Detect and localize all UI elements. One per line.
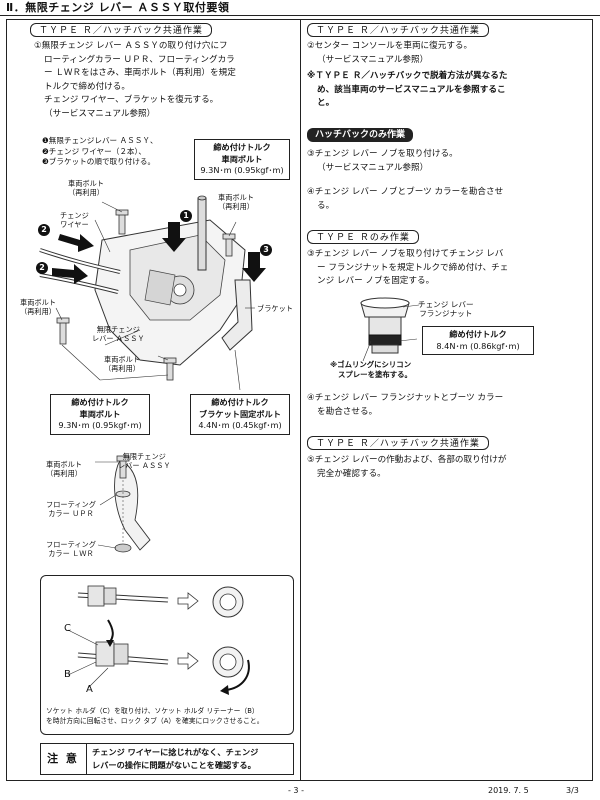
content-frame: [6, 19, 593, 781]
warn-line: と。: [317, 98, 335, 108]
caption-line: を時計方向に回転させ、ロック タブ（A）を確実にロックさせること。: [46, 717, 264, 725]
caution-box: [40, 743, 294, 775]
torque-title: 締め付けトルク: [71, 397, 129, 407]
torque-value: 9.3N･m (0.95kgf･m): [58, 420, 142, 430]
torque-box-bottom-right: 締め付けトルク ブラケット固定ボルト 4.4N･m (0.45kgf･m): [190, 394, 290, 435]
torque-box-top: 締め付けトルク 車両ボルト 9.3N･m (0.95kgf･m): [194, 139, 290, 180]
step5-line: 完全か確認する。: [317, 468, 386, 479]
title-rule: [0, 15, 600, 16]
step4-line: る。: [317, 200, 335, 211]
step1-line: ー ＬＷＲをはさみ、車両ボルト（再利用）を規定: [44, 68, 236, 78]
warn-line: ※ＴＹＰＥ Ｒ／ハッチバックで脱着方法が異なるた: [307, 71, 508, 81]
label-bolt-b: 車両ボルト （再利用）: [218, 193, 254, 211]
order-item: ❶無限チェンジレバー ＡＳＳＹ、: [42, 136, 158, 145]
silicone-note: ※ゴムリングにシリコン スプレーを塗布する。: [330, 360, 412, 380]
label-mugen-lever: 無限チェンジ レバー ＡＳＳＹ: [92, 325, 145, 343]
step4-line: ④チェンジ レバー ノブとブーツ カラーを勘合させ: [307, 187, 504, 197]
step1-line: チェンジ ワイヤー、ブラケットを復元する。: [44, 95, 219, 105]
torque-title: 締め付けトルク: [449, 329, 507, 339]
flange-nut-label: チェンジ レバー フランジナット: [418, 300, 474, 318]
torque-value: 8.4N･m (0.86kgf･m): [436, 340, 520, 351]
step1-line: （サービスマニュアル参照）: [44, 108, 156, 119]
caution-line: チェンジ ワイヤーに捻じれがなく、チェンジ: [92, 747, 259, 757]
label-bolt-a: 車両ボルト （再利用）: [68, 179, 104, 197]
socket-caption: ソケット ホルダ（C）を取り付け、ソケット ホルダ リテーナー（B） を時計方向…: [46, 706, 290, 726]
step4r-line: ④チェンジ レバー フランジナットとブーツ カラー: [307, 393, 504, 403]
step3r-line: ー フランジナットを規定トルクで締め付け、チェ: [317, 262, 509, 273]
step1-line: ①無限チェンジ レバー ＡＳＳＹの取り付け穴にフ: [34, 41, 228, 51]
socket-label-a: A: [86, 684, 93, 695]
right-section-header-type-r: ＴＹＰＥ Ｒのみ作業: [307, 230, 419, 244]
marker-3: 3: [260, 244, 272, 256]
caution-line: レバーの操作に問題がないことを確認する。: [92, 760, 256, 770]
shifter-assembly-illustration: [39, 195, 266, 391]
socket-holder-illustration: [67, 585, 250, 695]
step3-line: ③チェンジ レバー ノブを取り付ける。: [307, 149, 458, 159]
order-item: ❷チェンジ ワイヤー（２本）、: [42, 146, 146, 156]
detail-label-collar-upr: フローティング カラー ＵＰＲ: [46, 500, 96, 518]
detail-label-bolt: 車両ボルト （再利用）: [46, 460, 82, 478]
marker-2: 2: [38, 224, 50, 236]
install-order-list: ❶無限チェンジレバー ＡＳＳＹ、 ❷チェンジ ワイヤー（２本）、 ❸ブラケットの…: [42, 136, 158, 168]
right-section-header-4: ＴＹＰＥ Ｒ／ハッチバック共通作業: [307, 436, 489, 450]
floating-collar-illustration: [95, 455, 151, 553]
label-bracket: ブラケット: [257, 304, 293, 313]
step3-text: ③チェンジ レバー ノブを取り付ける。 （サービスマニュアル参照）: [307, 148, 593, 175]
doc-date: 2019. 7. 5: [488, 786, 529, 795]
step2-line: （サービスマニュアル参照）: [317, 54, 429, 65]
step2-text: ②センター コンソールを車両に復元する。 （サービスマニュアル参照）: [307, 40, 593, 67]
warn-line: め、該当車両のサービスマニュアルを参照するこ: [317, 84, 506, 95]
torque-value: 4.4N･m (0.45kgf･m): [198, 420, 282, 430]
right-section-header-1: ＴＹＰＥ Ｒ／ハッチバック共通作業: [307, 23, 489, 37]
flange-nut-illustration: [360, 297, 420, 362]
step1-text: ①無限チェンジ レバー ＡＳＳＹの取り付け穴にフ ローティングカラー ＵＰＲ、フ…: [34, 40, 296, 121]
step1-line: トルクで締め付ける。: [44, 81, 130, 92]
label-change-wire: チェンジ ワイヤー: [60, 211, 89, 229]
torque-box-bottom-left: 締め付けトルク 車両ボルト 9.3N･m (0.95kgf･m): [50, 394, 150, 435]
step4r-line: を勘合させる。: [317, 406, 378, 417]
right-section-header-hatchback: ハッチバックのみ作業: [307, 128, 414, 142]
torque-sub: 車両ボルト: [221, 153, 263, 164]
torque-value: 9.3N･m (0.95kgf･m): [200, 165, 284, 175]
order-item: ❸ブラケットの順で取り付ける。: [42, 157, 156, 166]
caution-text: チェンジ ワイヤーに捻じれがなく、チェンジ レバーの操作に問題がないことを確認す…: [92, 746, 292, 772]
detail-label-collar-lwr: フローティング カラー ＬＷＲ: [46, 540, 96, 558]
silicone-line: スプレーを塗布する。: [338, 370, 412, 379]
detail-label-lever: 無限チェンジ レバー ＡＳＳＹ: [118, 452, 171, 470]
socket-label-c: C: [64, 623, 71, 634]
column-divider: [300, 19, 301, 781]
step5-line: ⑤チェンジ レバーの作動および、各部の取り付けが: [307, 455, 507, 465]
step5-text: ⑤チェンジ レバーの作動および、各部の取り付けが 完全か確認する。: [307, 454, 593, 481]
label-bolt-c: 車両ボルト （再利用）: [20, 298, 56, 316]
sheet-number: 3/3: [566, 786, 579, 795]
page-title: Ⅱ．無限チェンジ レバー ＡＳＳＹ取付要領: [6, 1, 230, 14]
torque-sub: 車両ボルト: [79, 408, 121, 419]
socket-holder-detail: [40, 575, 294, 735]
step3r-line: ③チェンジ レバー ノブを取り付けてチェンジ レバ: [307, 249, 504, 259]
left-section-header: ＴＹＰＥ Ｒ／ハッチバック共通作業: [30, 23, 212, 37]
marker-2: 2: [36, 262, 48, 274]
caption-line: ソケット ホルダ（C）を取り付け、ソケット ホルダ リテーナー（B）: [46, 707, 259, 715]
step3r-text: ③チェンジ レバー ノブを取り付けてチェンジ レバ ー フランジナットを規定トル…: [307, 248, 593, 289]
torque-title: 締め付けトルク: [213, 142, 271, 152]
caution-tag: 注 意: [40, 743, 87, 775]
step3r-line: ンジ レバー ノブを固定する。: [317, 276, 435, 286]
torque-box-flange-nut: 締め付けトルク 8.4N･m (0.86kgf･m): [422, 326, 534, 355]
step4-text: ④チェンジ レバー ノブとブーツ カラーを勘合させ る。: [307, 186, 593, 213]
step3-line: （サービスマニュアル参照）: [317, 162, 429, 173]
step1-line: ローティングカラー ＵＰＲ、フローティングカラ: [44, 54, 235, 65]
silicone-line: ※ゴムリングにシリコン: [330, 360, 412, 369]
marker-1: 1: [180, 210, 192, 222]
model-difference-warning: ※ＴＹＰＥ Ｒ／ハッチバックで脱着方法が異なるた め、該当車両のサービスマニュア…: [307, 70, 595, 111]
page-number: - 3 -: [288, 786, 304, 795]
label-bolt-d: 車両ボルト （再利用）: [104, 355, 140, 373]
step2-line: ②センター コンソールを車両に復元する。: [307, 41, 473, 51]
torque-sub: ブラケット固定ボルト: [199, 408, 281, 419]
step4r-text: ④チェンジ レバー フランジナットとブーツ カラー を勘合させる。: [307, 392, 593, 419]
torque-title: 締め付けトルク: [211, 397, 269, 407]
socket-label-b: B: [64, 669, 71, 680]
